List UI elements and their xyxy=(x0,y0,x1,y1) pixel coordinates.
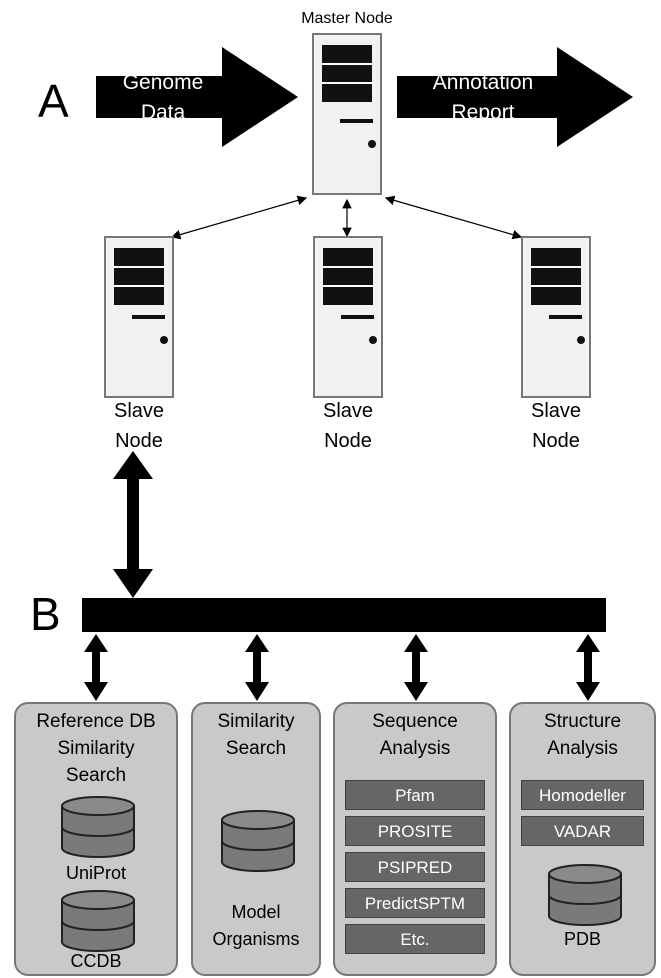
genome-data-label: Genome Data xyxy=(122,71,204,124)
model-organisms-label-line2: Organisms xyxy=(212,929,300,949)
panel-2-title-line2: Search xyxy=(225,738,287,759)
tool-psipred: PSIPRED xyxy=(345,852,485,882)
tool-prosite: PROSITE xyxy=(345,816,485,846)
panel-structure-analysis: Structure Analysis Homodeller VADAR PDB xyxy=(509,702,656,976)
link-master-slave-1 xyxy=(170,195,308,240)
section-a-label: A xyxy=(38,75,69,127)
panel-1-title-line1: Reference DB xyxy=(36,711,156,732)
uniprot-database-icon xyxy=(61,796,135,858)
master-server-icon xyxy=(312,33,382,195)
panel-3-title-line1: Sequence xyxy=(372,711,458,732)
panel-similarity-search: Similarity Search Model Organisms xyxy=(191,702,321,976)
pdb-database-icon xyxy=(548,864,622,926)
panel-4-title-line1: Structure xyxy=(543,711,622,732)
ccdb-label: CCDB xyxy=(70,951,122,971)
uniprot-label: UniProt xyxy=(65,863,127,883)
ccdb-database-icon xyxy=(61,890,135,952)
link-bus-panel-3 xyxy=(404,634,428,701)
tool-homodeller: Homodeller xyxy=(521,780,644,810)
model-organisms-database-icon xyxy=(221,810,295,872)
tool-pfam: Pfam xyxy=(345,780,485,810)
annotation-report-label: Annotation Report xyxy=(432,71,534,124)
link-bus-panel-1 xyxy=(84,634,108,701)
panel-reference-db: Reference DB Similarity Search UniProt C… xyxy=(14,702,178,976)
panel-sequence-analysis: Sequence Analysis Pfam PROSITE PSIPRED P… xyxy=(333,702,497,976)
model-organisms-label-line1: Model xyxy=(231,902,281,922)
annotation-report-arrow xyxy=(397,47,633,147)
panel-3-title-line2: Analysis xyxy=(379,738,451,759)
slave-server-2-icon xyxy=(313,236,383,398)
section-b-label: B xyxy=(30,588,61,640)
master-node-label: Master Node xyxy=(301,10,393,27)
slave-server-1-icon xyxy=(104,236,174,398)
tool-predictsptm: PredictSPTM xyxy=(345,888,485,918)
genome-data-arrow xyxy=(96,47,298,147)
bus-bar xyxy=(82,598,606,632)
pdb-label: PDB xyxy=(563,929,601,949)
panel-1-title-line2: Similarity xyxy=(57,738,135,759)
link-bus-panel-2 xyxy=(245,634,269,701)
link-master-slave-3 xyxy=(384,195,523,240)
link-slave-bus xyxy=(113,451,153,598)
slave-server-3-icon xyxy=(521,236,591,398)
tool-etc: Etc. xyxy=(345,924,485,954)
tool-vadar: VADAR xyxy=(521,816,644,846)
panel-1-title-line3: Search xyxy=(65,765,127,786)
panel-4-title-line2: Analysis xyxy=(547,738,618,759)
link-bus-panel-4 xyxy=(576,634,600,701)
panel-2-title-line1: Similarity xyxy=(217,711,295,732)
